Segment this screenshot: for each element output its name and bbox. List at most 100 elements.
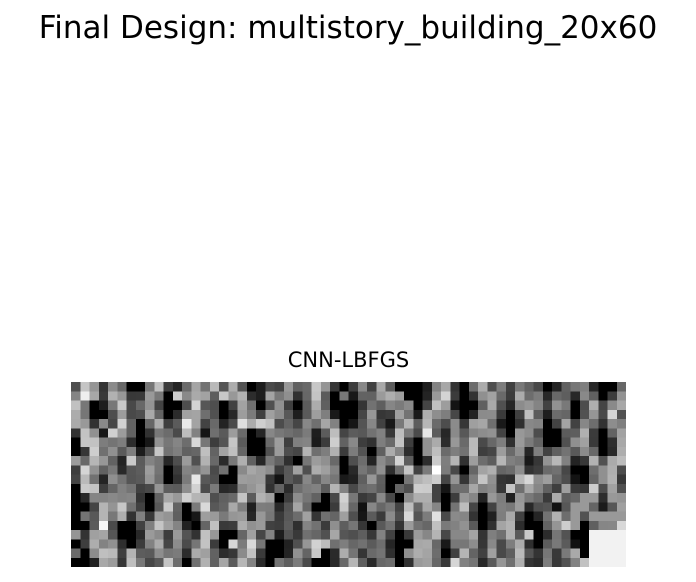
design-cell [589,539,599,549]
design-cell [570,511,580,521]
design-cell [302,437,312,447]
design-cell [441,511,451,521]
design-cell [496,437,506,447]
design-cell [357,520,368,531]
design-cell [607,493,617,503]
design-cell [376,483,386,494]
design-cell [524,400,534,410]
design-cell [487,548,497,558]
design-cell [431,409,442,420]
design-cell [422,437,432,447]
design-cell [552,530,562,540]
design-cell [515,493,525,503]
design-cell [293,511,303,521]
design-cell [570,446,580,457]
design-cell [283,511,294,521]
design-cell [302,483,312,494]
design-cell [552,419,562,429]
design-cell [385,530,395,540]
design-cell [71,391,81,401]
design-cell [607,437,617,447]
design-cell [450,428,460,438]
design-cell [376,520,386,531]
design-cell [441,382,451,392]
design-cell [598,474,608,484]
design-cell [542,511,553,521]
design-cell [441,539,451,549]
design-cell [274,400,284,410]
design-cell [191,493,201,503]
design-cell [330,511,340,521]
design-cell [274,511,284,521]
design-cell [357,465,368,475]
design-cell [552,502,562,512]
design-cell [135,400,146,410]
design-cell [182,446,192,457]
design-cell [274,419,284,429]
design-cell [135,557,146,567]
design-cell [385,391,395,401]
design-cell [209,465,220,475]
design-cell [607,474,617,484]
design-cell [98,520,109,531]
design-cell [589,520,599,531]
design-cell [385,465,395,475]
design-cell [182,483,192,494]
design-cell [496,382,506,392]
design-cell [302,474,312,484]
design-cell [598,548,608,558]
design-cell [357,548,368,558]
design-cell [209,409,220,420]
design-cell [265,446,275,457]
design-cell [487,446,497,457]
design-cell [163,428,173,438]
design-cell [154,382,164,392]
design-cell [172,409,183,420]
design-cell [616,483,626,494]
design-cell [265,456,275,466]
design-cell [163,456,173,466]
design-cell [533,456,543,466]
design-cell [126,446,136,457]
design-cell [154,557,164,567]
design-cell [357,511,368,521]
design-cell [487,400,497,410]
design-cell [404,465,414,475]
design-cell [496,391,506,401]
design-cell [154,502,164,512]
design-cell [320,400,331,410]
design-cell [228,511,238,521]
design-cell [145,474,155,484]
design-cell [154,548,164,558]
design-cell [394,446,405,457]
design-cell [108,530,118,540]
design-cell [607,446,617,457]
design-cell [459,548,469,558]
design-cell [367,548,377,558]
design-cell [561,530,571,540]
design-cell [135,391,146,401]
design-cell [200,446,210,457]
design-cell [459,520,469,531]
design-cell [191,428,201,438]
design-cell [191,483,201,494]
design-cell [89,446,99,457]
design-cell [274,483,284,494]
design-cell [265,391,275,401]
design-cell [589,391,599,401]
design-cell [182,548,192,558]
design-cell [302,548,312,558]
design-cell [330,437,340,447]
design-cell [357,419,368,429]
design-cell [256,409,266,420]
design-cell [126,483,136,494]
design-cell [228,483,238,494]
design-cell [441,456,451,466]
design-cell [126,409,136,420]
design-cell [496,520,506,531]
design-cell [468,437,479,447]
design-cell [320,483,331,494]
design-cell [237,465,247,475]
design-cell [579,511,590,521]
design-cell [172,419,183,429]
